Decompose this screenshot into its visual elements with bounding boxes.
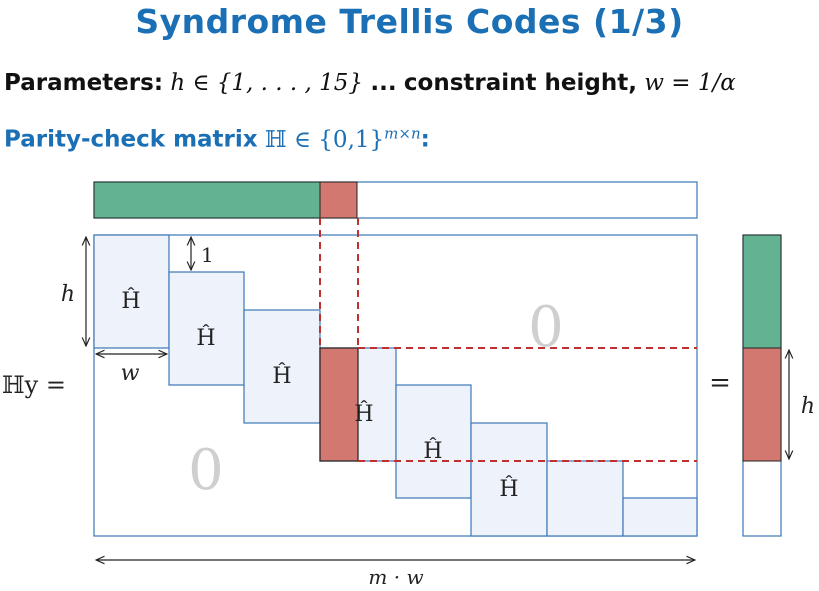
right-h-label: h: [801, 394, 815, 419]
syndrome-red: [742, 347, 782, 462]
parity-set: ℍ ∈ {0,1}: [264, 126, 385, 153]
hhat-label: Ĥ: [121, 287, 140, 314]
one-label: 1: [201, 243, 214, 267]
top-bar-green: [93, 181, 321, 219]
highlight-column: [319, 347, 359, 462]
constraint-label: constraint height,: [403, 70, 637, 96]
hhat-block: [470, 422, 548, 537]
top-bar-red: [319, 181, 358, 219]
parity-colon: :: [420, 126, 430, 153]
hhat-block: [168, 271, 245, 386]
hhat-block-partial: [546, 460, 624, 537]
hhat-block: [93, 234, 170, 349]
lhs-label: ℍy =: [2, 371, 66, 399]
hhat-block-partial: [622, 497, 698, 537]
equals-sign: =: [709, 368, 731, 398]
zero-upper-right: 0: [528, 295, 564, 360]
hhat-label: Ĥ: [499, 475, 518, 502]
hhat-label: Ĥ: [196, 324, 215, 351]
h-label: h: [61, 282, 75, 307]
slide-title: Syndrome Trellis Codes (1/3): [135, 2, 684, 41]
parameters-line: Parameters: h ∈ {1, . . . , 15} ... cons…: [4, 70, 736, 96]
parity-label: Parity-check matrix: [4, 126, 258, 153]
hhat-label: Ĥ: [423, 437, 442, 464]
zero-lower-left: 0: [188, 438, 224, 503]
dashed-guides: [319, 218, 697, 462]
mw-label: m · w: [368, 565, 423, 589]
hhat-block: [395, 384, 472, 499]
syndrome-green: [742, 234, 782, 349]
h-range: h ∈ {1, . . . , 15}: [170, 70, 364, 96]
parity-line: Parity-check matrix ℍ ∈ {0,1}m×n:: [4, 124, 430, 153]
parameters-label: Parameters:: [4, 70, 164, 96]
w-definition: w = 1/α: [644, 70, 736, 96]
parity-superscript: m×n: [384, 124, 421, 142]
hhat-label: Ĥ: [272, 362, 291, 389]
w-label: w: [121, 361, 140, 386]
ellipsis-separator: ...: [370, 70, 397, 96]
hhat-label: Ĥ: [354, 400, 373, 427]
parity-formula: ℍ ∈ {0,1}m×n: [264, 124, 421, 153]
